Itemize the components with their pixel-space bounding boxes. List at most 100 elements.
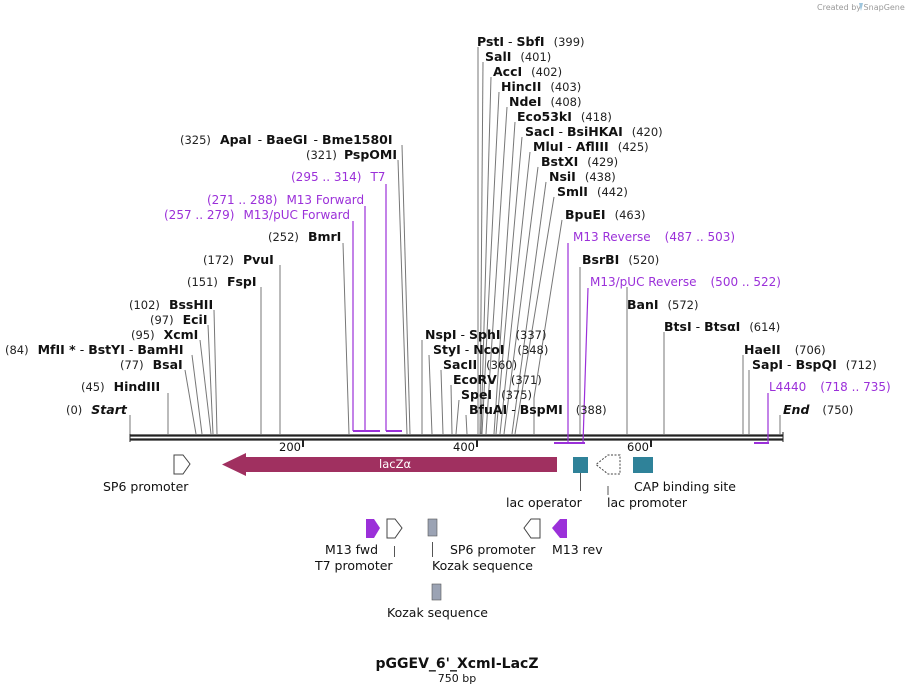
svg-text:BanI(572): BanI (572) [627, 297, 698, 312]
site-label-end[interactable]: End(750) [783, 402, 853, 417]
site-label-haeII[interactable]: HaeII(706) [744, 342, 826, 357]
sp6-promoter-arrow-top[interactable] [173, 454, 191, 475]
site-label-nsiI[interactable]: NsiI(438) [549, 169, 616, 184]
site-label-styI-ncoI[interactable]: StyI-NcoI(348) [433, 342, 548, 357]
sp6-promoter-arrow-bottom[interactable] [523, 518, 541, 539]
enzyme-name: BmrI [308, 229, 341, 244]
site-label-bmrI[interactable]: (252)BmrI [268, 229, 341, 244]
svg-text:(45)HindIII: (45) HindIII [81, 379, 160, 394]
m13-fwd-arrow[interactable] [366, 519, 380, 538]
primer-label-t7[interactable]: (295 .. 314)T7 [291, 170, 385, 184]
sequence-backbone [129, 432, 784, 442]
snapgene-logo-icon [859, 3, 863, 11]
site-label-salI[interactable]: SalI(401) [485, 49, 551, 64]
enzyme-name: BtsαI [704, 319, 740, 334]
site-label-sacII[interactable]: SacII(360) [443, 357, 517, 372]
site-label-mluI-aflIII[interactable]: MluI-AflIII(425) [533, 139, 649, 154]
site-label-hindIII[interactable]: (45) HindIII [81, 379, 160, 394]
site-label-btsI-btsaI[interactable]: BtsI-BtsαI(614) [664, 319, 780, 334]
enzyme-name: SpeI [461, 387, 492, 402]
svg-text:SapI-BspQI(712): SapI-BspQI(712) [752, 357, 877, 372]
site-label-bssHII[interactable]: (102)BssHII [129, 297, 213, 312]
site-label-apaI-baeGI-bme1580I[interactable]: (325)ApaI-BaeGI-Bme1580I [180, 132, 393, 147]
enzyme-name: HindIII [114, 379, 161, 394]
site-label-accI[interactable]: AccI(402) [493, 64, 562, 79]
site-position: (388) [576, 403, 607, 417]
site-label-bfuAI-bspMI[interactable]: BfuAI-BspMI(388) [469, 402, 607, 417]
enzyme-name: NcoI [473, 342, 504, 357]
enzyme-name: SacII [443, 357, 477, 372]
site-label-bpuEI[interactable]: BpuEI(463) [565, 207, 646, 222]
enzyme-name: BsaI [153, 357, 183, 372]
enzyme-name: BpuEI [565, 207, 606, 222]
site-label-pstI-sbfI[interactable]: PstI-SbfI(399) [477, 34, 585, 49]
cap-binding-site-box[interactable] [633, 457, 653, 473]
enzyme-name: BfuAI [469, 402, 507, 417]
enzyme-name: SbfI [517, 34, 545, 49]
primer-label-m13-reverse[interactable]: M13 Reverse(487 .. 503) [573, 230, 735, 244]
site-label-sapI-bspQI[interactable]: SapI-BspQI(712) [752, 357, 877, 372]
enzyme-name: Start [91, 402, 128, 417]
enzyme-name: XcmI [164, 327, 199, 342]
site-label-speI[interactable]: SpeI(375) [461, 387, 532, 402]
enzyme-name: MluI [533, 139, 563, 154]
enzyme-name: BsiHKAI [567, 124, 623, 139]
site-position: (614) [749, 320, 780, 334]
svg-text:BtsI-BtsαI(614): BtsI-BtsαI(614) [664, 319, 780, 334]
site-label-eco53kI[interactable]: Eco53kI(418) [517, 109, 612, 124]
site-label-banI[interactable]: BanI (572) [627, 297, 698, 312]
site-label-smlI[interactable]: SmlI(442) [557, 184, 628, 199]
lacz-alpha-feature[interactable] [222, 453, 557, 476]
m13-rev-arrow[interactable] [552, 519, 567, 538]
site-label-mfII-bstYI-bamHI[interactable]: (84)MfII *-BstYI-BamHI [5, 342, 183, 357]
primer-label-m13-puc-forward[interactable]: (257 .. 279)M13/pUC Forward [164, 208, 350, 222]
site-label-sacI-bsiHKAI[interactable]: SacI-BsiHKAI(420) [525, 124, 663, 139]
site-label-fspI[interactable]: (151)FspI [187, 274, 257, 289]
t7-promoter-arrow[interactable] [386, 518, 403, 539]
svg-text:(102)BssHII: (102)BssHII [129, 297, 213, 312]
site-label-ndeI[interactable]: NdeI (408) [509, 94, 581, 109]
lac-promoter-label: lac promoter [607, 495, 688, 510]
site-label-eciI[interactable]: (97)EciI [150, 312, 208, 327]
kozak-sequence-box-2[interactable] [431, 583, 442, 601]
site-position: (45) [81, 380, 105, 394]
primer-label-m13-puc-reverse[interactable]: M13/pUC Reverse(500 .. 522) [590, 275, 781, 289]
site-position: (102) [129, 298, 160, 312]
enzyme-name: HincII [501, 79, 541, 94]
svg-text:End(750): End(750) [783, 402, 853, 417]
enzyme-name: PvuI [243, 252, 274, 267]
site-label-bsaI[interactable]: (77)BsaI [120, 357, 183, 372]
site-label-pvuI[interactable]: (172)PvuI [203, 252, 274, 267]
site-label-xcmI[interactable]: (95)XcmI [131, 327, 198, 342]
site-position: (572) [668, 298, 699, 312]
primer-label-m13-forward[interactable]: (271 .. 288)M13 Forward [207, 193, 364, 207]
site-label-bsrBI[interactable]: BsrBI (520) [582, 252, 659, 267]
site-position: (408) [551, 95, 582, 109]
primer-name: T7 [369, 170, 385, 184]
site-position: (0) [66, 403, 82, 417]
enzyme-name: BstXI [541, 154, 578, 169]
primer-range: (487 .. 503) [665, 230, 735, 244]
site-position: (442) [597, 185, 628, 199]
kozak-sequence-box-1[interactable] [427, 518, 438, 537]
site-leader-lines [129, 47, 781, 435]
site-label-start[interactable]: (0) Start [66, 402, 128, 417]
lac-promoter-arrow[interactable] [595, 454, 621, 475]
site-label-ecoRV[interactable]: EcoRV(371) [453, 372, 542, 387]
enzyme-name: Bme1580I [322, 132, 392, 147]
site-label-hincII[interactable]: HincII(403) [501, 79, 581, 94]
site-label-nspI-sphI[interactable]: NspI-SphI(337) [425, 327, 546, 342]
svg-text:HaeII(706): HaeII(706) [744, 342, 826, 357]
site-label-bstXI[interactable]: BstXI(429) [541, 154, 618, 169]
site-position: (97) [150, 313, 174, 327]
svg-text:BsrBI(520): BsrBI (520) [582, 252, 659, 267]
svg-text:NdeI(408): NdeI (408) [509, 94, 581, 109]
tick-label-200: 200 [279, 440, 301, 454]
primer-label-l4440[interactable]: L4440(718 .. 735) [769, 380, 891, 394]
lac-operator-box[interactable] [573, 457, 588, 473]
enzyme-name: BsrBI [582, 252, 619, 267]
enzyme-name: BanI [627, 297, 659, 312]
site-label-pspOMI[interactable]: (321)PspOMI [306, 147, 397, 162]
enzyme-name: NdeI [509, 94, 542, 109]
site-position: (520) [628, 253, 659, 267]
